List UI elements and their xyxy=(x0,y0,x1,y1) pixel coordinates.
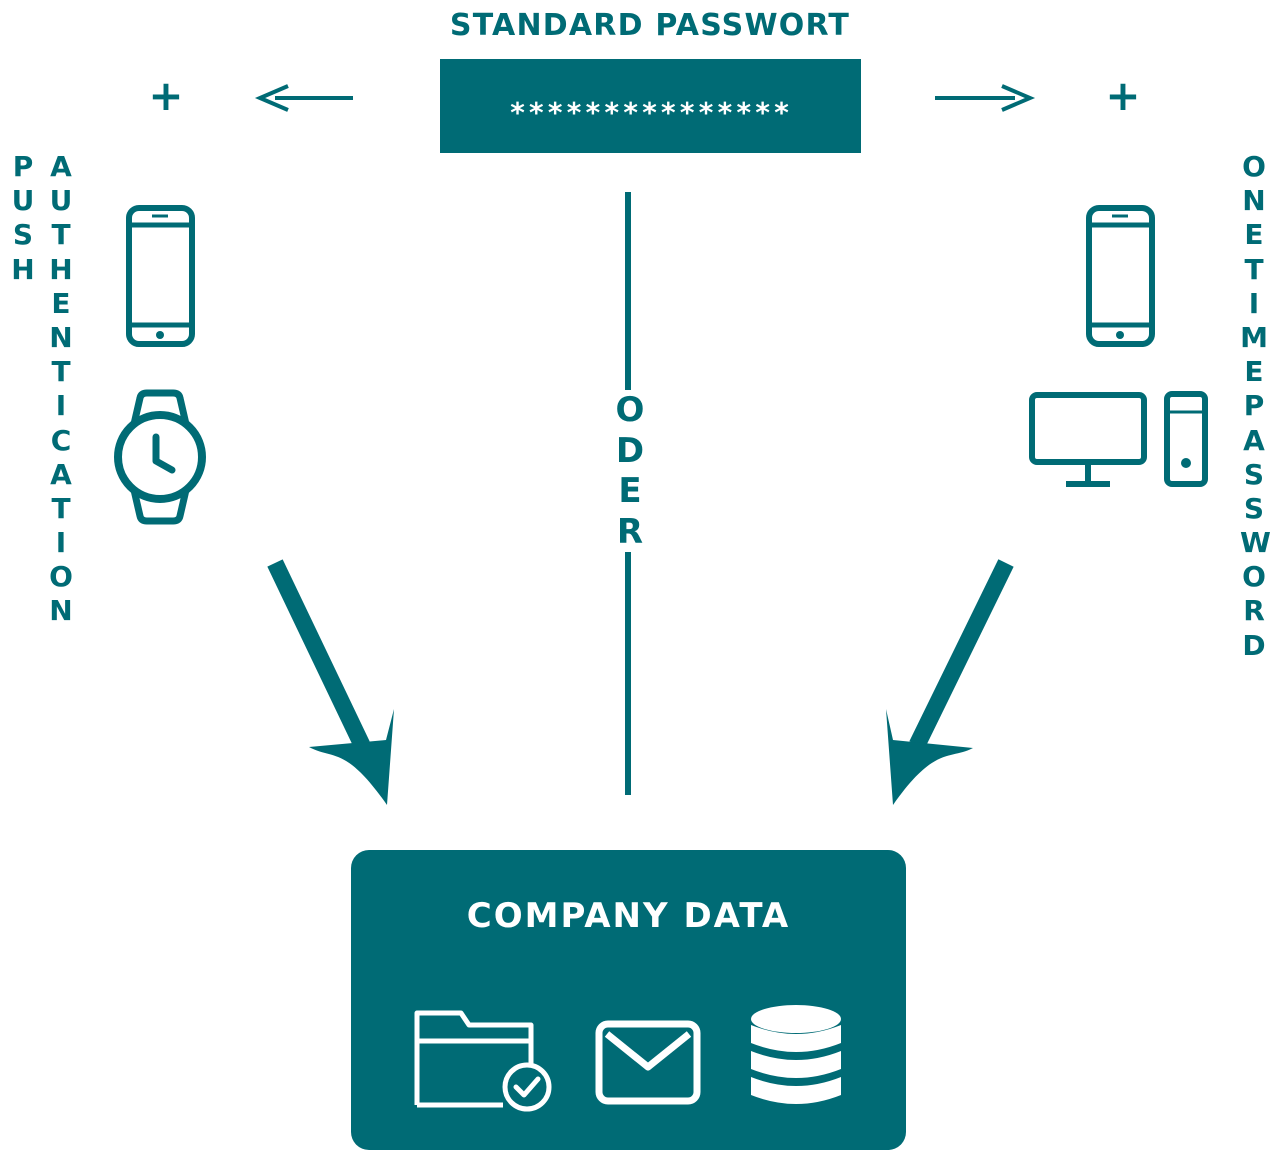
one-time-password-label-letter: N xyxy=(1242,184,1266,218)
authentication-label-letter: T xyxy=(51,355,71,389)
authentication-label-letter: U xyxy=(49,184,73,218)
oder-label-letter: R xyxy=(616,511,644,552)
one-time-password-label-letter: I xyxy=(1248,286,1260,320)
envelope-icon xyxy=(595,1020,701,1105)
one-time-password-label-letter: O xyxy=(1242,150,1266,183)
one-time-password-label-letter: D xyxy=(1242,628,1266,662)
push-label-letter: H xyxy=(11,252,35,286)
one-time-password-label-letter: M xyxy=(1240,320,1268,354)
plus-left: + xyxy=(148,71,184,120)
one-time-password-label-letter: R xyxy=(1243,594,1265,628)
one-time-password-label-letter: E xyxy=(1244,218,1264,252)
authentication-label-letter: A xyxy=(50,457,72,491)
one-time-password-label-letter: W xyxy=(1240,526,1271,560)
one-time-password-label-letter: E xyxy=(1244,355,1264,389)
folder-check-icon xyxy=(414,1010,552,1112)
authentication-label-letter: T xyxy=(51,218,71,252)
authentication-label-letter: T xyxy=(51,491,71,525)
push-label-letter: S xyxy=(12,218,34,252)
oder-label-letter: E xyxy=(618,471,642,511)
authentication-label-letter: N xyxy=(49,594,73,628)
database-icon xyxy=(751,1005,841,1104)
one-time-password-label-letter: A xyxy=(1243,423,1265,457)
one-time-password-label-letter: S xyxy=(1243,457,1265,491)
authentication-label-letter: I xyxy=(55,526,67,560)
authentication-label-letter: I xyxy=(55,389,67,423)
standard-password-title: STANDARD PASSWORT xyxy=(449,8,851,43)
company-data-title: COMPANY DATA xyxy=(466,896,791,936)
one-time-password-label-letter: T xyxy=(1244,252,1264,286)
authentication-label-letter: H xyxy=(49,252,73,286)
authentication-label-letter: A xyxy=(50,150,72,183)
authentication-label-letter: C xyxy=(50,423,72,457)
authentication-label-letter: E xyxy=(51,286,71,320)
oder-label-letter: D xyxy=(615,430,645,471)
push-label-letter: P xyxy=(12,150,34,183)
authentication-label-letter: O xyxy=(49,560,73,594)
oder-label-letter: O xyxy=(615,390,645,430)
push-label-letter: U xyxy=(11,184,35,218)
one-time-password-label-letter: O xyxy=(1242,560,1266,594)
authentication-label-letter: N xyxy=(49,320,73,354)
password-field: *************** xyxy=(440,59,861,153)
company-data-box: COMPANY DATA xyxy=(351,850,906,1150)
one-time-password-label-letter: P xyxy=(1243,389,1265,423)
one-time-password-label-letter: S xyxy=(1243,491,1265,525)
plus-right: + xyxy=(1105,71,1141,120)
